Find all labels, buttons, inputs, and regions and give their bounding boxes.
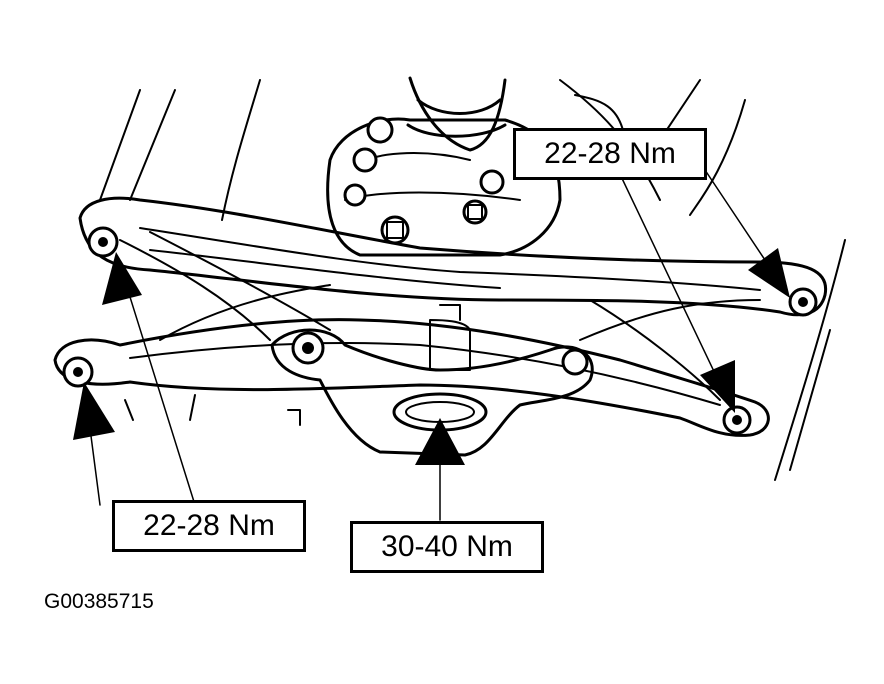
arrowhead-bottom-center [415,418,465,465]
arrowhead-bottom-left-2 [73,382,115,440]
cross-bracing [119,231,761,401]
background-body-lines [99,79,846,481]
torque-callout-bottom-center: 30-40 Nm [350,521,544,573]
torque-callout-top-right: 22-28 Nm [513,128,707,180]
figure-id: G00385715 [44,590,154,613]
callout-arrows [73,169,790,521]
driveshaft-flange [326,76,562,257]
lower-crossmember [53,318,770,437]
differential-mount [270,304,594,457]
arrowhead-bottom-left-1 [102,252,142,305]
torque-callout-bottom-left: 22-28 Nm [112,500,306,552]
upper-crossmember [78,196,828,317]
arrowhead-top-right-1 [748,248,790,298]
arrowhead-top-right-2 [700,360,735,413]
leader-line-top-right-2 [617,169,731,406]
leader-line-bottom-left-1 [119,264,196,506]
